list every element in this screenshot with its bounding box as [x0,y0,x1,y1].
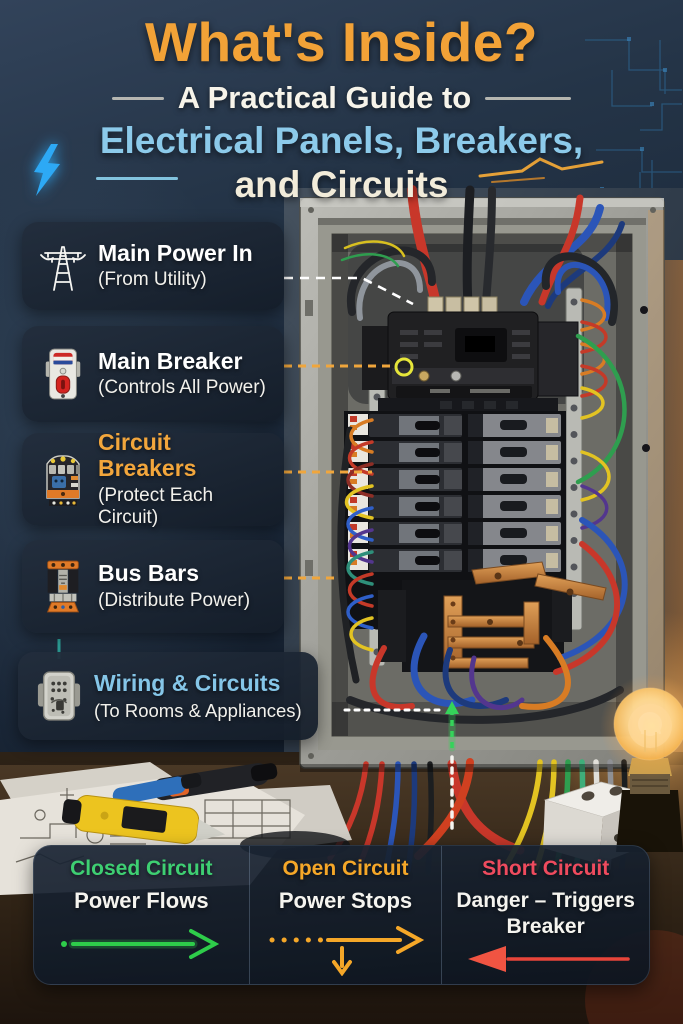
copper-bus-bars [378,561,607,672]
legend-description: Power Flows [74,888,209,913]
light-bulb [600,674,683,852]
poster-subtitle: A Practical Guide to [177,80,472,115]
subtitle-row: A Practical Guide to [0,80,683,116]
legend-description: Power Stops [278,888,413,913]
callout-circuit-breakers: Circuit Breakers (Protect Each Circuit) [22,429,284,528]
callout-subtitle: (From Utility) [98,269,207,291]
callout-title: Wiring & Circuits [94,670,281,697]
poster-title: What's Inside? [145,11,538,73]
legend-description: Danger – Triggers Breaker [456,889,635,938]
topic-line-1: Electrical Panels, Breakers, [99,120,584,161]
callout-title: Bus Bars [98,560,199,587]
branch-wires-left [337,418,374,684]
circuit-legend: Closed Circuit Power Flows Open Circuit … [33,845,650,985]
callout-subtitle: (Protect Each Circuit) [98,484,214,529]
legend-title: Short Circuit [482,857,610,880]
callout-subtitle: (Controls All Power) [98,377,266,399]
callout-subtitle: (Distribute Power) [98,589,251,611]
callout-main-power-in: Main Power In (From Utility) [22,222,284,310]
screwdriver [112,772,202,805]
topic-line-2: and Circuits [0,164,683,206]
callout-title: Main Breaker [98,347,243,374]
main-breaker [362,296,579,413]
callout-wiring-circuits: Wiring & Circuits (To Rooms & Appliances… [18,652,318,740]
bus-bars-icon [34,559,92,615]
callout-bus-bars: Bus Bars (Distribute Power) [22,540,284,633]
callout-title: Main Power In [98,239,253,266]
connector-main-power [284,276,414,306]
subtitle-dash-left [111,96,164,100]
circuit-breakers-icon [34,452,92,508]
interior-loops-top [340,240,618,326]
callout-main-breaker: Main Breaker (Controls All Power) [22,326,284,422]
legend-closed-circuit: Closed Circuit Power Flows [34,846,249,984]
lightning-bolt-icon [34,144,60,196]
breaker-switch-icon [34,346,92,402]
connector-wiring [343,701,459,830]
junction-box-icon [30,668,88,724]
closed-circuit-arrow [61,928,220,959]
topic-word: Circuits [310,164,449,205]
legend-short-circuit: Short Circuit Danger – Triggers Breaker [442,846,649,984]
connector-main-breaker [284,357,414,377]
legend-title: Closed Circuit [70,857,213,880]
open-circuit-arrow [269,925,424,976]
subtitle-dash-right [485,96,572,100]
title-block: What's Inside? A Practical Guide to Elec… [0,0,683,206]
legend-title: Open Circuit [282,857,409,880]
panel-bottom-shadow [300,764,664,772]
topic-and: and [234,164,301,205]
orange-energy-streak [478,157,604,183]
transmission-tower-icon [34,240,92,292]
branch-wires-right [553,298,628,675]
blue-energy-line [96,177,178,180]
legend-open-circuit: Open Circuit Power Stops [248,846,443,984]
callout-subtitle: (To Rooms & Appliances) [94,699,302,721]
short-circuit-arrow [467,946,630,973]
voltage-tester [61,794,226,845]
callout-title: Circuit Breakers [98,428,197,482]
